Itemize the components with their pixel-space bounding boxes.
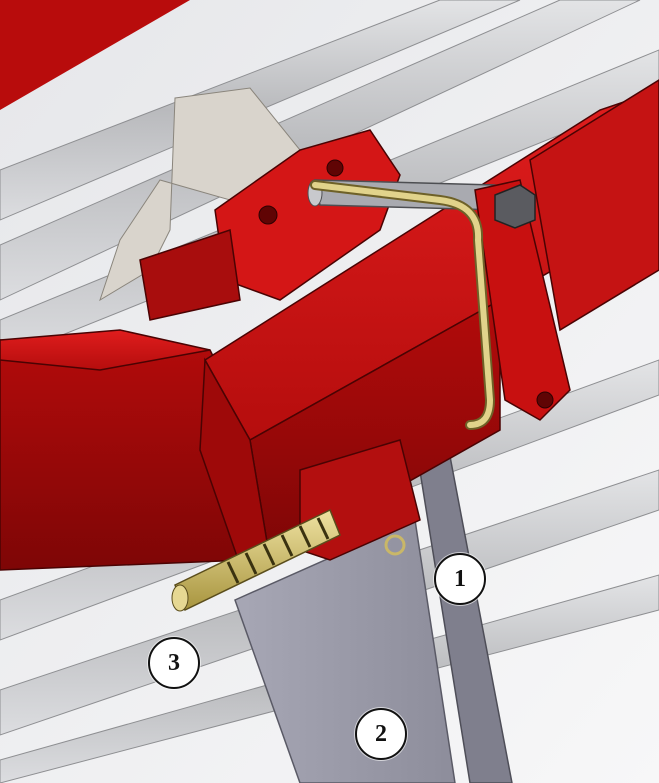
ring-pin bbox=[384, 534, 406, 556]
hex-bolt bbox=[494, 184, 536, 229]
spring-clip bbox=[312, 182, 493, 428]
callout-1: 1 bbox=[434, 553, 486, 605]
link-plate bbox=[474, 179, 571, 421]
shear-bolt bbox=[171, 508, 341, 612]
top-left-red-frame bbox=[0, 0, 190, 110]
callout-3: 3 bbox=[148, 637, 200, 689]
disc-blade-back bbox=[99, 87, 301, 302]
callout-2: 2 bbox=[355, 708, 407, 760]
